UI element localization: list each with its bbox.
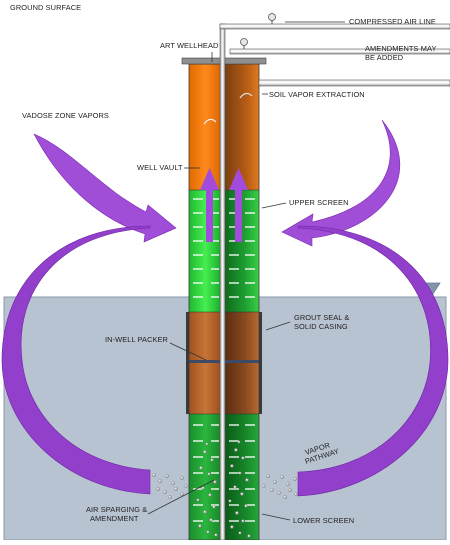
well-casing bbox=[188, 63, 260, 541]
lower-screen-left bbox=[189, 414, 222, 540]
compressed-air-pipe bbox=[219, 23, 450, 30]
vadose-vapor-arrow-left bbox=[33, 133, 177, 243]
label-grout-2: SOLID CASING bbox=[294, 322, 348, 331]
upper-screen-left bbox=[189, 190, 222, 312]
label-amendments-1: AMENDMENTS MAY bbox=[365, 44, 436, 53]
vault-hook-right bbox=[239, 92, 253, 99]
air-riser-pipe bbox=[219, 23, 226, 541]
amendments-valve-icon bbox=[240, 38, 248, 49]
well-vault-left bbox=[189, 64, 222, 190]
label-well-vault: WELL VAULT bbox=[137, 163, 183, 172]
label-compressed-air-line: COMPRESSED AIR LINE bbox=[349, 17, 436, 26]
vault-hook-left bbox=[203, 118, 217, 125]
label-soil-vapor-extraction: SOIL VAPOR EXTRACTION bbox=[269, 90, 365, 99]
label-grout-1: GROUT SEAL & bbox=[294, 313, 349, 322]
leader-upper-screen bbox=[261, 202, 287, 209]
lower-screen-right bbox=[225, 414, 259, 540]
amendments-pipe bbox=[229, 48, 450, 55]
sparge-bubbles-well bbox=[196, 440, 251, 538]
label-upper-screen: UPPER SCREEN bbox=[289, 198, 349, 207]
sparge-bubbles-pathway bbox=[152, 473, 298, 499]
label-air-sparging-2: AMENDMENT bbox=[90, 514, 139, 523]
label-in-well-packer: IN-WELL PACKER bbox=[105, 335, 168, 344]
leader-packer bbox=[169, 342, 207, 361]
label-vadose-zone-vapors: VADOSE ZONE VAPORS bbox=[22, 111, 109, 120]
label-art-wellhead: ART WELLHEAD bbox=[160, 41, 218, 50]
vapor-up-arrows bbox=[200, 168, 248, 242]
air-valve-icon bbox=[268, 13, 276, 24]
label-amendments-2: BE ADDED bbox=[365, 53, 403, 62]
label-air-sparging-1: AIR SPARGING & bbox=[86, 505, 147, 514]
grout-flange-left bbox=[186, 312, 189, 414]
leader-grout bbox=[265, 321, 291, 331]
label-ground-surface: GROUND SURFACE bbox=[10, 3, 81, 12]
leader-air-sparging bbox=[147, 479, 215, 515]
vadose-vapor-arrow-right bbox=[281, 119, 401, 247]
label-lower-screen: LOWER SCREEN bbox=[293, 516, 354, 525]
leader-lower-screen bbox=[261, 513, 291, 521]
vapor-loop-left bbox=[1, 225, 151, 495]
sve-pipe bbox=[258, 79, 450, 87]
vapor-loop-right bbox=[297, 225, 449, 497]
well-vault-right bbox=[225, 64, 259, 190]
grout-flange-right bbox=[259, 312, 262, 414]
